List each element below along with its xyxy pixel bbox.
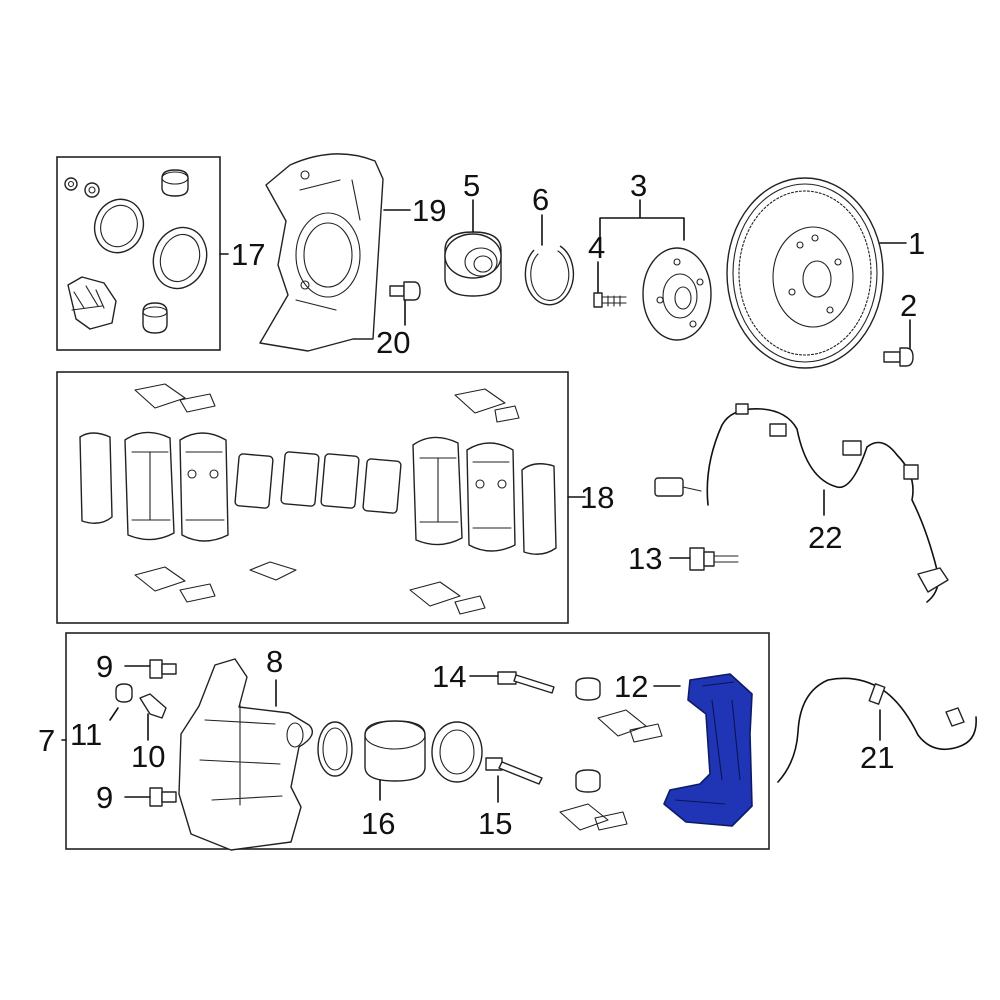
seal-kit-parts [64, 169, 208, 334]
wheel-hub [642, 247, 712, 341]
callout-15: 15 [478, 806, 512, 841]
callout-11: 11 [70, 717, 102, 752]
callout-4: 4 [588, 230, 605, 265]
callout-6: 6 [532, 182, 549, 217]
callout-14: 14 [432, 659, 466, 694]
callout-10: 10 [131, 739, 165, 774]
guide-pins [485, 671, 555, 785]
callout-3: 3 [630, 168, 647, 203]
wheel-bearing [444, 231, 502, 297]
bleeder-and-bolts [115, 659, 177, 807]
callout-8: 8 [266, 644, 283, 679]
splash-shield [259, 153, 384, 352]
callout-9b: 9 [96, 780, 113, 815]
brake-hose [777, 677, 977, 783]
brake-pad-set [79, 383, 557, 615]
callout-2: 2 [900, 288, 917, 323]
callout-labels: 1 2 3 4 5 6 7 8 9 9 10 11 12 13 14 15 16… [38, 168, 925, 841]
leader-lines [61, 199, 911, 803]
callout-5: 5 [463, 168, 480, 203]
snap-ring [524, 245, 575, 306]
piston-and-seals [317, 720, 483, 783]
callout-19: 19 [412, 193, 446, 228]
callout-1: 1 [908, 226, 925, 261]
callout-12: 12 [614, 669, 648, 704]
callout-20: 20 [376, 325, 410, 360]
callout-21: 21 [860, 740, 894, 775]
shield-bolt [389, 281, 421, 301]
sensor-bolt [689, 547, 739, 571]
callout-18: 18 [580, 480, 614, 515]
rotor-screw [883, 347, 914, 367]
callout-17: 17 [231, 237, 265, 272]
callout-16: 16 [361, 806, 395, 841]
abs-sensor-wire [654, 403, 949, 603]
callout-7: 7 [38, 723, 55, 758]
pin-boots-and-clips [559, 677, 663, 831]
brake-caliper [178, 658, 313, 851]
caliper-assembly-box [65, 632, 770, 850]
brake-rotor [726, 177, 884, 369]
caliper-bracket-highlighted [663, 673, 753, 827]
callout-13: 13 [628, 541, 662, 576]
callout-22: 22 [808, 520, 842, 555]
hub-bolt [593, 292, 627, 308]
callout-9a: 9 [96, 649, 113, 684]
